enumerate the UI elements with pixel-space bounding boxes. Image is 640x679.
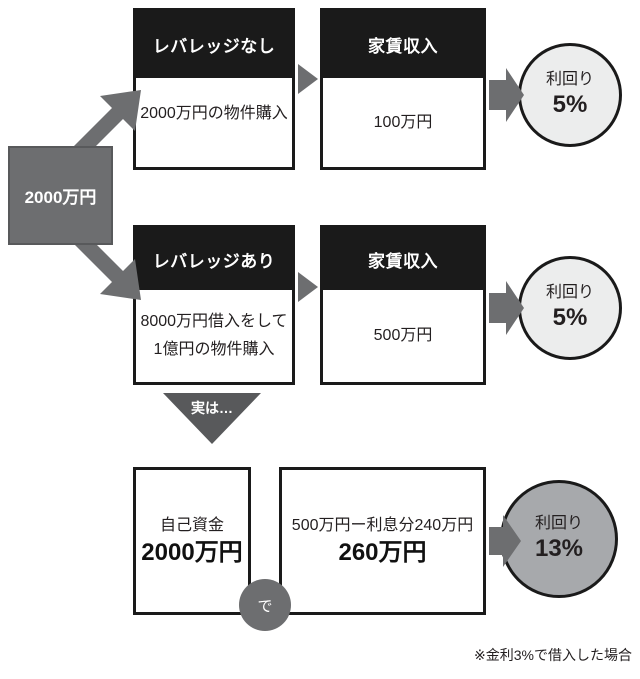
yield-circle-real: 利回り 13%	[500, 480, 618, 598]
no-leverage-purchase-text: 2000万円の物件購入	[140, 105, 288, 122]
box-net-income: 500万円ー利息分240万円 260万円	[279, 467, 486, 615]
own-capital-label: 自己資金	[159, 516, 224, 534]
yield-1-label: 利回り	[545, 71, 594, 89]
arrow-no-leverage-to-rent	[298, 64, 318, 94]
connector-de-circle: で	[239, 579, 291, 631]
yield-1-value: 5%	[552, 90, 588, 118]
own-capital-value: 2000万円	[141, 539, 243, 566]
rent-income-1-header: 家賃収入	[323, 11, 483, 78]
box-with-leverage: レバレッジあり 8000万円借入をして 1億円の物件購入	[133, 225, 295, 385]
rent-income-1-value: 100万円	[373, 113, 433, 131]
net-income-content: 500万円ー利息分240万円 260万円	[282, 470, 483, 612]
leverage-loan-text: 8000万円借入をして	[140, 313, 288, 330]
arrow-jitsuwa-down	[163, 393, 261, 444]
net-income-formula: 500万円ー利息分240万円	[291, 516, 474, 534]
yield-circle-leverage: 利回り 5%	[518, 256, 622, 360]
box-own-capital: 自己資金 2000万円	[133, 467, 251, 615]
rent-income-2-body: 500万円	[323, 290, 483, 382]
connector-de-label: で	[257, 597, 273, 615]
rent-income-2-value: 500万円	[373, 327, 433, 344]
box-rent-income-leverage: 家賃収入 500万円	[320, 225, 486, 385]
yield-3-label: 利回り	[534, 515, 583, 533]
box-with-leverage-body: 8000万円借入をして 1億円の物件購入	[136, 290, 292, 382]
box-rent-income-no-leverage: 家賃収入 100万円	[320, 8, 486, 170]
yield-3-value: 13%	[534, 534, 584, 562]
rent-income-1-body: 100万円	[323, 78, 483, 167]
box-no-leverage-body: 2000万円の物件購入	[136, 78, 292, 167]
yield-circle-no-leverage: 利回り 5%	[518, 43, 622, 147]
own-capital-content: 自己資金 2000万円	[136, 470, 248, 612]
yield-2-label: 利回り	[545, 284, 594, 302]
arrow-leverage-to-rent	[298, 272, 318, 302]
box-no-leverage-header: レバレッジなし	[136, 11, 292, 78]
source-capital-label: 2000万円	[24, 188, 97, 207]
rent-income-2-header: 家賃収入	[323, 228, 483, 290]
jitsuwa-label: 実は…	[191, 400, 233, 416]
leverage-purchase-text: 1億円の物件購入	[153, 341, 275, 358]
yield-2-value: 5%	[552, 303, 588, 331]
net-income-value: 260万円	[338, 539, 427, 566]
source-capital-box: 2000万円	[8, 146, 113, 245]
footnote-text: ※金利3%で借入した場合	[474, 647, 632, 663]
box-no-leverage: レバレッジなし 2000万円の物件購入	[133, 8, 295, 170]
box-with-leverage-header: レバレッジあり	[136, 228, 292, 290]
